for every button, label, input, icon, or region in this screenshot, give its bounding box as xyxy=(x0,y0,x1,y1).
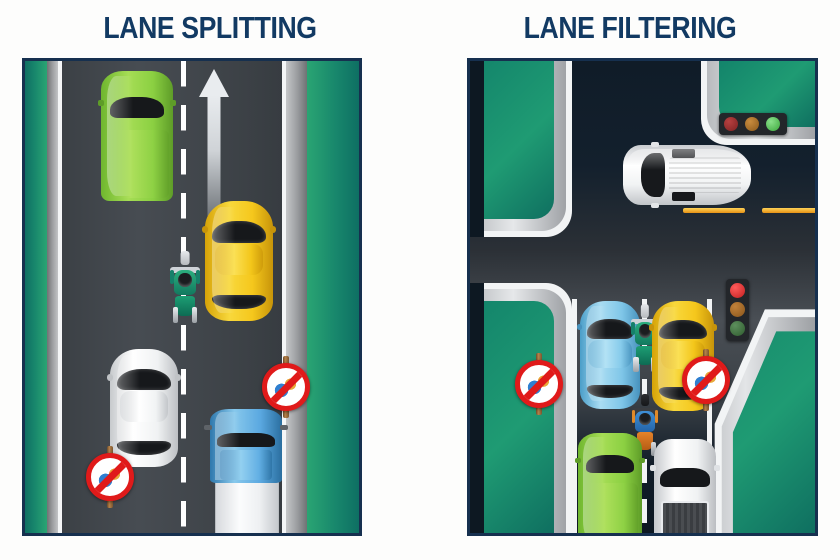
left-gutter-lower xyxy=(470,283,484,533)
page-title-lane-filtering: LANE FILTERING xyxy=(523,10,737,45)
left-gutter xyxy=(470,61,484,237)
prohibition-disc xyxy=(262,363,310,411)
corner-grass-bottom-left xyxy=(470,301,554,533)
lane-line-right-solid xyxy=(707,299,712,533)
verge-right xyxy=(307,61,359,533)
vehicle-yellow-car xyxy=(201,201,277,321)
vehicle-truck-trailer xyxy=(215,477,279,533)
corner-grass-top-left xyxy=(470,61,554,219)
direction-arrow-icon xyxy=(197,69,231,219)
vehicle-green-van-filtering xyxy=(575,433,645,533)
vehicle-blue-truck-cab xyxy=(203,409,289,483)
traffic-light-top[interactable] xyxy=(719,113,787,135)
shoulder-right xyxy=(285,61,307,533)
lane-line-left-solid xyxy=(572,299,577,533)
page-title-lane-splitting: LANE SPLITTING xyxy=(103,10,317,45)
shoulder-left xyxy=(47,61,59,533)
prohibition-disc xyxy=(682,356,730,404)
traffic-light-lamp-amber xyxy=(730,302,745,317)
no-motorcycle-sign-right xyxy=(262,356,310,418)
traffic-light-lamp-green xyxy=(730,321,745,336)
traffic-light-lamp-red xyxy=(730,283,745,298)
suv-side-window xyxy=(671,148,695,159)
suv-mirror xyxy=(651,142,659,148)
verge-left xyxy=(25,61,47,533)
panel-lane-filtering xyxy=(467,58,818,536)
prohibition-disc xyxy=(86,453,134,501)
panel-lane-splitting xyxy=(22,58,362,536)
cross-street-centre-dash xyxy=(762,208,815,213)
cross-street-centre-dash xyxy=(683,208,745,213)
no-motorcycle-sign-left xyxy=(86,446,134,508)
suv-roof-ribs xyxy=(669,157,741,193)
suv-mirror xyxy=(651,202,659,208)
traffic-light-lamp-green xyxy=(766,117,780,131)
vehicle-motorcycle-splitting xyxy=(168,251,202,323)
suv-windshield xyxy=(640,153,666,197)
suv-side-window xyxy=(671,191,695,202)
traffic-light-right[interactable] xyxy=(726,279,749,341)
vehicle-white-pickup xyxy=(650,439,720,533)
no-motorcycle-sign-left-filtering xyxy=(515,353,563,415)
vehicle-white-suv-crossing xyxy=(623,142,751,208)
no-motorcycle-sign-right-filtering xyxy=(682,349,730,411)
edge-line-right xyxy=(282,61,286,533)
suv-gloss xyxy=(628,148,746,171)
vehicle-green-van xyxy=(98,71,176,201)
traffic-light-lamp-red xyxy=(724,117,738,131)
edge-line-left xyxy=(58,61,62,533)
prohibition-disc xyxy=(515,360,563,408)
traffic-light-lamp-amber xyxy=(745,117,759,131)
